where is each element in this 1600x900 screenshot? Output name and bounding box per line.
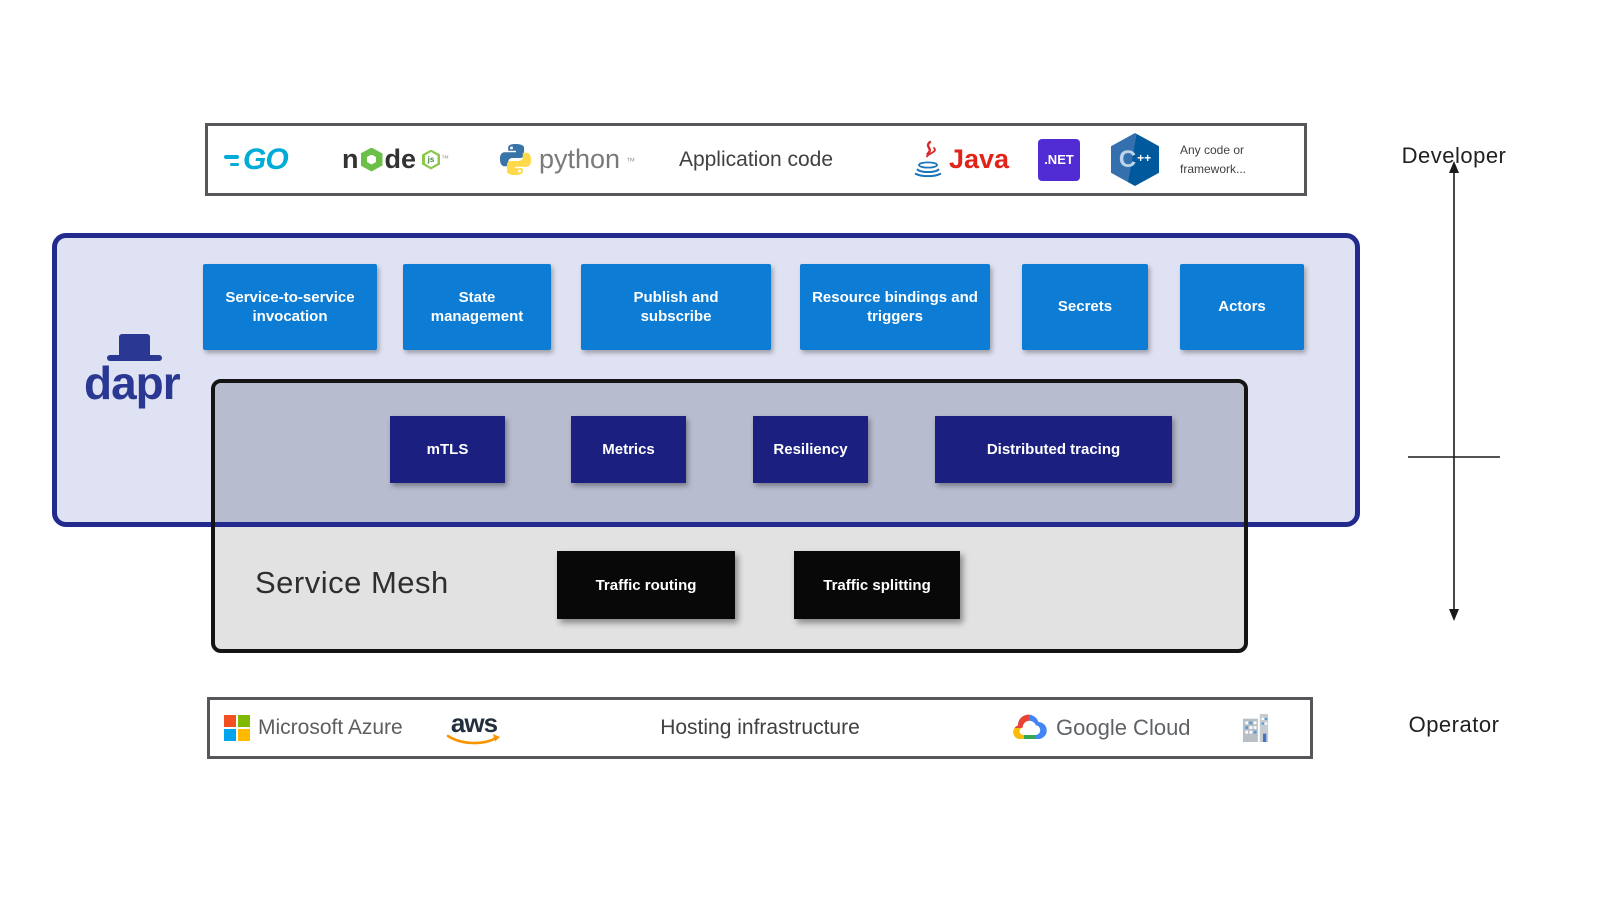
dotnet-icon: .NET bbox=[1038, 138, 1080, 181]
hosting-infrastructure-title: Hosting infrastructure bbox=[660, 716, 860, 739]
feature-traffic-splitting: Traffic splitting bbox=[794, 551, 960, 619]
google-cloud-wordmark: Google Cloud bbox=[1056, 715, 1191, 740]
nodejs-logo: n de js ™ bbox=[342, 126, 449, 193]
any-code-line2: framework... bbox=[1180, 161, 1247, 176]
any-code-note: Any code or framework... bbox=[1180, 126, 1246, 193]
any-code-line1: Any code or bbox=[1180, 142, 1245, 157]
node-letters: de bbox=[384, 144, 417, 174]
dotnet-logo: .NET bbox=[1038, 126, 1080, 193]
application-code-bar: Application code GO n de js ™ p bbox=[205, 123, 1307, 196]
aws-logo: aws bbox=[446, 700, 502, 756]
building-block-state-management: State management bbox=[403, 264, 551, 350]
aws-smile-icon bbox=[446, 733, 500, 744]
microsoft-icon bbox=[224, 715, 250, 741]
capability-metrics: Metrics bbox=[571, 416, 686, 483]
on-premises-logo bbox=[1242, 700, 1270, 756]
dotnet-text: .NET bbox=[1044, 152, 1074, 167]
python-logo: python ™ bbox=[498, 126, 635, 193]
aws-wordmark: aws bbox=[450, 707, 498, 738]
go-wordmark: GO bbox=[243, 142, 289, 176]
operator-label: Operator bbox=[1408, 712, 1500, 737]
azure-wordmark: Microsoft Azure bbox=[258, 716, 403, 739]
building-block-pubsub: Publish and subscribe bbox=[581, 264, 771, 350]
node-letter: n bbox=[342, 144, 359, 174]
capability-distributed-tracing: Distributed tracing bbox=[935, 416, 1172, 483]
cpp-plusplus: ++ bbox=[1137, 150, 1152, 165]
building-block-actors: Actors bbox=[1180, 264, 1304, 350]
application-code-title: Application code bbox=[678, 147, 834, 171]
building-block-service-invocation: Service-to-service invocation bbox=[203, 264, 377, 350]
azure-logo: Microsoft Azure bbox=[224, 700, 403, 756]
node-js-badge-icon: js bbox=[422, 149, 441, 170]
dapr-hat-icon bbox=[119, 334, 150, 357]
go-speed-lines-icon bbox=[224, 155, 239, 166]
google-cloud-logo: Google Cloud bbox=[1010, 700, 1191, 756]
node-hexagon-icon bbox=[360, 147, 383, 172]
cpp-letter: C bbox=[1118, 145, 1137, 173]
python-icon bbox=[499, 143, 532, 176]
cpp-logo: C ++ bbox=[1111, 126, 1159, 193]
java-cup-icon bbox=[914, 140, 942, 177]
python-wordmark: python bbox=[539, 144, 621, 174]
feature-traffic-routing: Traffic routing bbox=[557, 551, 735, 619]
go-logo: GO bbox=[224, 126, 289, 193]
hosting-infrastructure-bar: Hosting infrastructure Microsoft Azure a… bbox=[207, 697, 1313, 759]
google-cloud-icon bbox=[1013, 714, 1047, 739]
java-wordmark: Java bbox=[949, 144, 1010, 174]
developer-operator-axis-arrow bbox=[1408, 161, 1500, 621]
node-trademark: ™ bbox=[441, 154, 450, 163]
service-mesh-box: mTLS Metrics Resiliency Distributed trac… bbox=[211, 379, 1248, 653]
building-block-bindings: Resource bindings and triggers bbox=[800, 264, 990, 350]
capability-resiliency: Resiliency bbox=[753, 416, 868, 483]
cpp-hexagon-icon: C ++ bbox=[1111, 133, 1159, 186]
service-mesh-title: Service Mesh bbox=[255, 565, 449, 600]
python-trademark: ™ bbox=[626, 156, 636, 166]
dapr-hat-brim-icon bbox=[107, 355, 162, 361]
capability-mtls: mTLS bbox=[390, 416, 505, 483]
dapr-logo: dapr bbox=[84, 357, 181, 409]
datacenter-building-icon bbox=[1242, 714, 1269, 742]
java-logo: Java bbox=[912, 126, 1009, 193]
node-js-text: js bbox=[427, 155, 435, 164]
building-block-secrets: Secrets bbox=[1022, 264, 1148, 350]
